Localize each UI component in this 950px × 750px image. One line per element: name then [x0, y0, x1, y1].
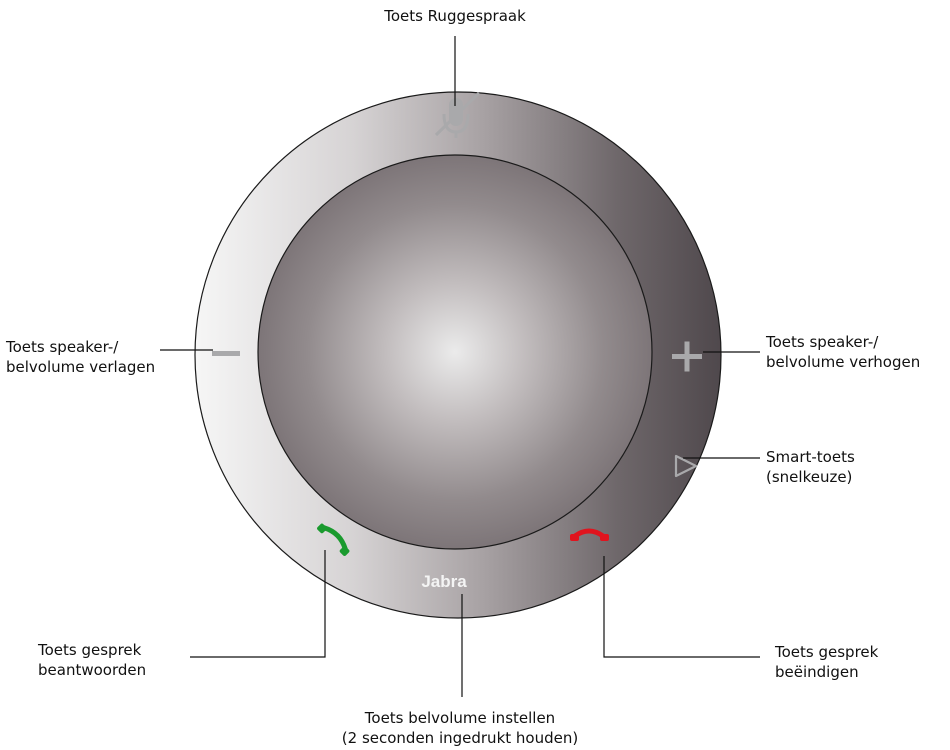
label-answer-line2: beantwoorden [38, 661, 147, 679]
label-answer-line1: Toets gesprek [38, 641, 142, 659]
label-vol-up-line2: belvolume verhogen [766, 353, 921, 371]
label-end-line1: Toets gesprek [775, 643, 879, 661]
label-answer-button: Toets gesprek beantwoorden [38, 640, 146, 680]
muted-microphone-icon[interactable] [434, 91, 481, 138]
speaker-center [257, 154, 653, 550]
label-end-line2: beëindigen [775, 663, 859, 681]
label-volume-up: Toets speaker-/ belvolume verhogen [766, 332, 920, 372]
play-triangle-icon[interactable] [674, 454, 698, 478]
label-mute-button: Toets Ruggespraak [330, 6, 580, 26]
leader-lines [160, 36, 760, 697]
label-end-button: Toets gesprek beëindigen [775, 642, 878, 682]
label-volume-down: Toets speaker-/ belvolume verlagen [6, 337, 155, 377]
label-smart-line1: Smart-toets [766, 448, 855, 466]
label-ring-volume-line1: Toets belvolume instellen [364, 709, 556, 727]
label-vol-down-line2: belvolume verlagen [6, 358, 156, 376]
label-smart-button: Smart-toets (snelkeuze) [766, 447, 855, 487]
label-ring-volume-line2: (2 seconden ingedrukt houden) [341, 729, 579, 747]
label-ring-volume-button: Toets belvolume instellen (2 seconden in… [300, 708, 620, 748]
label-mute-line1: Toets Ruggespraak [384, 7, 526, 25]
phone-answer-icon[interactable] [316, 521, 351, 556]
label-vol-up-line1: Toets speaker-/ [766, 333, 879, 351]
label-smart-line2: (snelkeuze) [766, 468, 853, 486]
jabra-logo: Jabra [421, 572, 467, 591]
minus-icon[interactable] [212, 351, 240, 356]
label-vol-down-line1: Toets speaker-/ [6, 338, 119, 356]
plus-icon[interactable] [672, 341, 702, 372]
phone-hangup-icon[interactable] [570, 528, 609, 541]
